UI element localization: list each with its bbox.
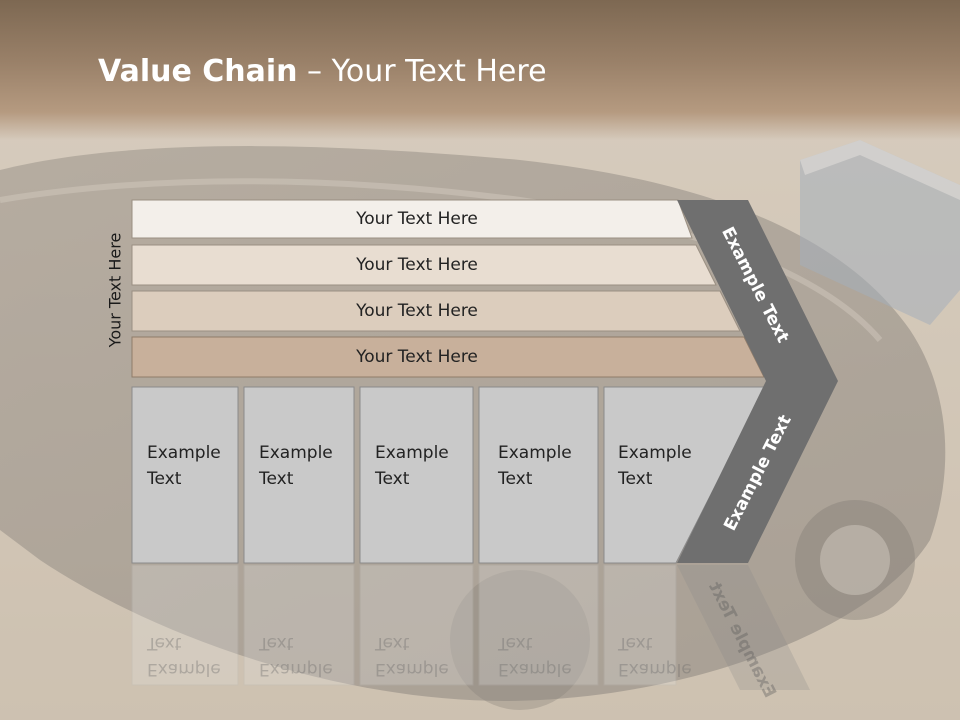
diagram-reflection <box>131 564 810 690</box>
activity-3-line2: Text <box>375 469 410 489</box>
support-activities-label: Your Text Here <box>98 200 132 380</box>
activity-2-label: Example Text <box>259 440 354 492</box>
activity-4-reflection-line2: Text <box>498 633 533 653</box>
activity-3-reflection-line2: Text <box>375 633 410 653</box>
activity-3-label: Example Text <box>375 440 470 492</box>
activity-cell-2 <box>243 386 355 564</box>
activity-2-reflection-line2: Text <box>259 633 294 653</box>
support-row-2-label: Your Text Here <box>356 255 478 275</box>
side-label-text: Your Text Here <box>105 232 125 348</box>
activity-2-line2: Text <box>259 469 294 489</box>
activity-cell-1 <box>131 386 239 564</box>
activity-3-line1: Example <box>375 443 449 463</box>
support-row-3 <box>131 290 741 332</box>
activity-5-line1: Example <box>618 443 692 463</box>
activity-4-label: Example Text <box>498 440 593 492</box>
margin-chevron <box>677 200 838 563</box>
activity-3-reflection-line1: Example <box>375 659 449 679</box>
activity-1-line1: Example <box>147 443 221 463</box>
support-row-1 <box>131 199 693 239</box>
support-row-4-label: Your Text Here <box>356 347 478 367</box>
activity-cell-4 <box>478 386 599 564</box>
activity-1-line2: Text <box>147 469 182 489</box>
activity-3-reflection: Example Text <box>375 630 470 682</box>
support-row-1-label: Your Text Here <box>356 209 478 229</box>
activity-2-line1: Example <box>259 443 333 463</box>
support-row-2 <box>131 244 717 286</box>
slide-title: Value Chain – Your Text Here <box>98 54 547 94</box>
activity-4-reflection: Example Text <box>498 630 593 682</box>
activity-cell-3 <box>359 386 474 564</box>
activity-1-label: Example Text <box>147 440 242 492</box>
activity-2-reflection-line1: Example <box>259 659 333 679</box>
activity-5-label: Example Text <box>618 440 713 492</box>
activity-5-reflection-line2: Text <box>618 633 653 653</box>
title-band <box>0 0 960 140</box>
activity-1-reflection: Example Text <box>147 630 242 682</box>
activity-4-line2: Text <box>498 469 533 489</box>
title-bold: Value Chain <box>98 54 298 89</box>
activity-5-reflection: Example Text <box>618 630 713 682</box>
support-row-3-label: Your Text Here <box>356 301 478 321</box>
activity-5-reflection-line1: Example <box>618 659 692 679</box>
activity-1-reflection-line2: Text <box>147 633 182 653</box>
activity-5-line2: Text <box>618 469 653 489</box>
activity-1-reflection-line1: Example <box>147 659 221 679</box>
activity-4-reflection-line1: Example <box>498 659 572 679</box>
title-rest: – Your Text Here <box>297 54 547 89</box>
support-row-4 <box>131 336 765 378</box>
activity-4-line1: Example <box>498 443 572 463</box>
activity-2-reflection: Example Text <box>259 630 354 682</box>
